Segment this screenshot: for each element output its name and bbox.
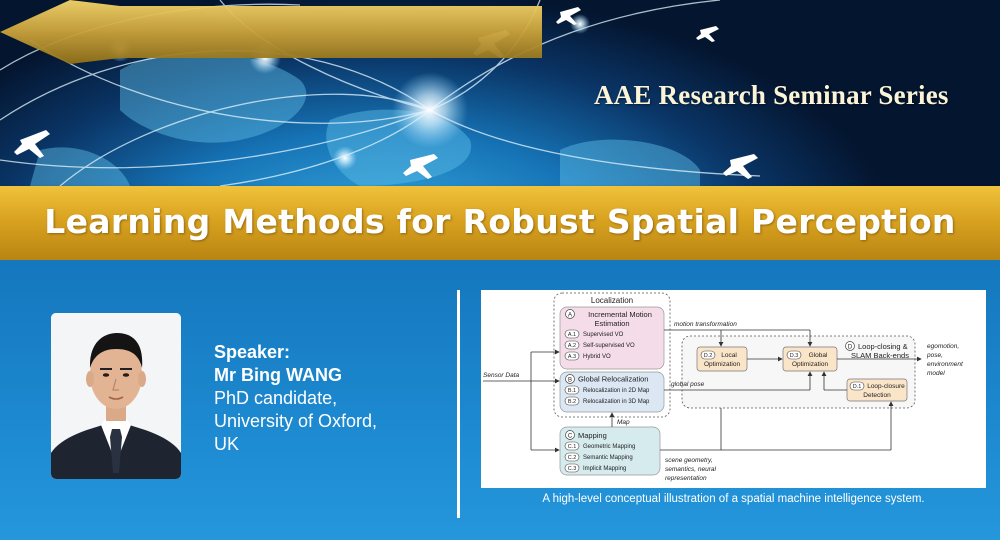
svg-text:Local: Local — [721, 352, 737, 359]
speaker-portrait — [51, 313, 181, 479]
svg-text:Geometric Mapping: Geometric Mapping — [583, 444, 635, 450]
svg-text:C.2: C.2 — [568, 455, 577, 461]
svg-text:model: model — [927, 370, 945, 377]
global-pose-label: global pose — [671, 381, 705, 388]
svg-text:Global: Global — [809, 352, 828, 359]
svg-text:A.1: A.1 — [568, 332, 576, 338]
series-arrow-shape — [0, 0, 542, 64]
system-diagram-svg: Localization A Incremental Motion Estima… — [483, 292, 964, 482]
svg-text:semantics, neural: semantics, neural — [665, 466, 716, 473]
speaker-affiliation-2: UK — [214, 434, 240, 454]
speaker-name: Mr Bing WANG — [214, 365, 342, 385]
svg-text:Estimation: Estimation — [594, 319, 629, 328]
svg-text:Hybrid VO: Hybrid VO — [583, 354, 611, 360]
box-c — [559, 426, 661, 476]
svg-text:Loop-closure: Loop-closure — [867, 383, 905, 390]
svg-text:Relocalization in 2D Map: Relocalization in 2D Map — [583, 388, 650, 394]
svg-text:Self-supervised VO: Self-supervised VO — [583, 343, 635, 349]
svg-text:C.3: C.3 — [568, 466, 577, 472]
speaker-label: Speaker: — [214, 342, 291, 362]
svg-text:Detection: Detection — [863, 392, 891, 399]
svg-text:D.3: D.3 — [790, 353, 799, 359]
svg-text:scene geometry,: scene geometry, — [665, 457, 713, 464]
vertical-divider — [457, 290, 460, 518]
diagram-caption: A high-level conceptual illustration of … — [542, 493, 925, 505]
svg-text:SLAM Back-ends: SLAM Back-ends — [851, 351, 909, 360]
svg-text:Mapping: Mapping — [578, 431, 607, 440]
svg-text:C.1: C.1 — [568, 444, 577, 450]
box-a — [559, 306, 665, 370]
banner: AAE Research Seminar Series — [0, 0, 1000, 186]
speaker-role: PhD candidate, — [214, 388, 338, 408]
svg-text:representation: representation — [665, 475, 707, 482]
speaker-info: Speaker: Mr Bing WANG PhD candidate, Uni… — [214, 341, 377, 456]
svg-text:egomotion,: egomotion, — [927, 343, 959, 350]
svg-text:Supervised VO: Supervised VO — [583, 332, 624, 338]
svg-text:B.1: B.1 — [568, 388, 576, 394]
speaker-affiliation-1: University of Oxford, — [214, 411, 378, 431]
svg-text:Global Relocalization: Global Relocalization — [578, 375, 648, 384]
localization-label: Localization — [591, 296, 633, 305]
svg-text:pose,: pose, — [926, 352, 943, 359]
motion-transformation-label: motion transformation — [674, 321, 737, 328]
svg-text:A.2: A.2 — [568, 343, 576, 349]
svg-text:D.1: D.1 — [853, 384, 862, 390]
svg-text:Optimization: Optimization — [704, 361, 741, 368]
svg-text:A.3: A.3 — [568, 354, 576, 360]
svg-text:Implicit Mapping: Implicit Mapping — [583, 466, 626, 472]
svg-text:C: C — [568, 434, 573, 440]
svg-text:Loop-closing &: Loop-closing & — [858, 342, 908, 351]
localization-group — [553, 292, 671, 418]
svg-text:environment: environment — [927, 361, 964, 368]
svg-text:D.2: D.2 — [704, 353, 713, 359]
svg-text:D: D — [848, 345, 853, 351]
seminar-title: Learning Methods for Robust Spatial Perc… — [44, 202, 956, 241]
svg-text:Relocalization in 3D Map: Relocalization in 3D Map — [583, 399, 650, 405]
globe-flight-illustration — [0, 0, 761, 186]
svg-text:Semantic Mapping: Semantic Mapping — [583, 455, 633, 461]
title-bar: Learning Methods for Robust Spatial Perc… — [0, 186, 1000, 260]
map-label: Map — [617, 419, 630, 426]
svg-text:A: A — [568, 313, 572, 319]
series-title: AAE Research Seminar Series — [594, 80, 949, 110]
svg-text:B: B — [568, 378, 572, 384]
sensor-data-label: Sensor Data — [483, 372, 520, 379]
svg-text:Incremental Motion: Incremental Motion — [588, 310, 652, 319]
speaker-photo — [51, 313, 181, 479]
svg-text:B.2: B.2 — [568, 399, 576, 405]
box-b — [559, 371, 665, 413]
svg-text:Optimization: Optimization — [792, 361, 829, 368]
system-diagram: Localization A Incremental Motion Estima… — [481, 290, 986, 488]
